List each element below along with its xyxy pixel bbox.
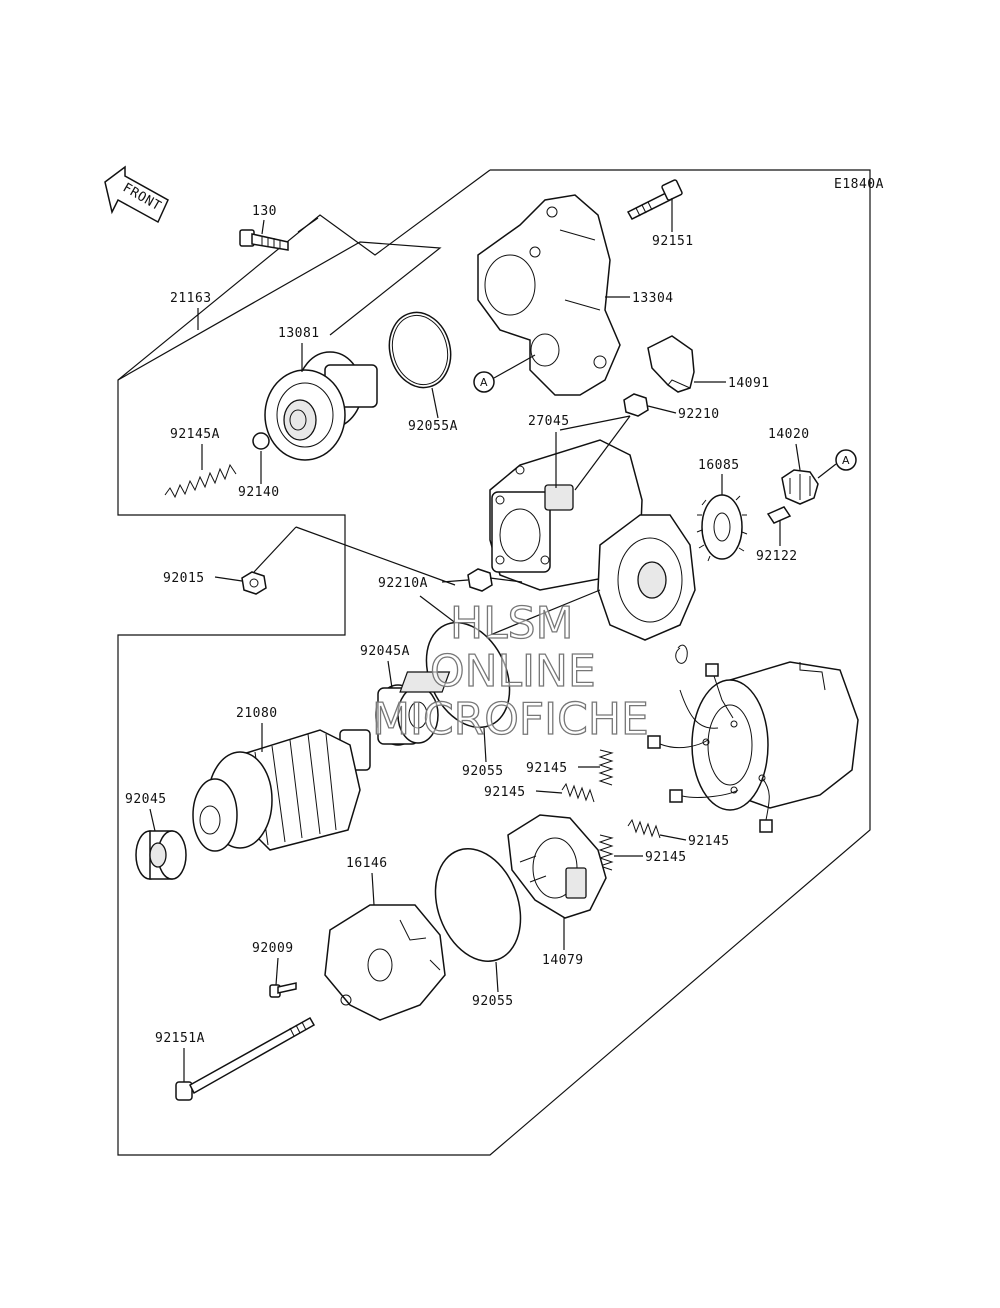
label-92015: 92015 [163,571,205,586]
label-92045A: 92045A [360,644,410,659]
part-21080-armature[interactable] [192,729,371,852]
label-27045: 27045 [528,414,570,429]
part-92210A-nut[interactable] [467,568,493,592]
label-14079: 14079 [542,953,584,968]
part-14020-ring[interactable] [781,469,819,505]
label-92055-lower: 92055 [472,994,514,1009]
leader-92210A-frame [295,526,456,586]
part-92210-nut[interactable] [623,393,649,417]
label-92145-1: 92145 [526,761,568,776]
watermark-line-1: HLSM [450,598,574,649]
part-130-bolt[interactable] [239,229,289,251]
leader-92055A [431,387,439,419]
leader-ref-a-2 [817,463,837,479]
leader-92210A [441,579,469,583]
part-92015-nut[interactable] [241,571,267,595]
label-92009: 92009 [252,941,294,956]
label-14020: 14020 [768,427,810,442]
leader-92015-frame [253,526,297,573]
leader-92045A [387,660,393,689]
label-92055-upper: 92055 [462,764,504,779]
brush-wiring [399,644,773,833]
label-130: 130 [252,204,277,219]
label-92210A: 92210A [378,576,428,591]
part-yoke-assembly [691,661,859,811]
leader-14020 [795,443,801,471]
label-14091: 14091 [728,376,770,391]
leader-130 [261,219,265,235]
label-13081: 13081 [278,326,320,341]
label-92145-2: 92145 [484,785,526,800]
label-21163: 21163 [170,291,212,306]
label-92151A: 92151A [155,1031,205,1046]
part-92045-bearing[interactable] [135,830,187,880]
leader-92210 [647,405,677,414]
part-92145A-spring[interactable] [164,463,237,499]
leader-92210A-stud [489,577,523,583]
label-92045: 92045 [125,792,167,807]
leader-92145-3 [659,834,687,841]
label-92151: 92151 [652,234,694,249]
part-92055A-o-ring[interactable] [381,306,459,395]
label-92145A: 92145A [170,427,220,442]
part-16146-end-cover[interactable] [324,904,446,1021]
part-92145-spring-3[interactable] [627,818,661,839]
leader-92055-upper [483,727,487,763]
o-ring-inner [391,314,449,386]
leader-o-ring-to-housing [477,589,601,641]
leader-92145-2 [535,790,563,794]
leader-16146 [371,872,375,906]
part-92140-ball[interactable] [252,432,270,450]
label-92145-3: 92145 [688,834,730,849]
ref-marker-a-1: A [473,371,495,393]
part-16085-gear[interactable] [696,494,748,562]
part-92145-spring-2[interactable] [561,782,595,803]
leader-92015 [214,576,243,582]
part-92145-spring-1[interactable] [598,749,614,786]
frame-edge [297,217,319,233]
watermark: HLSM ONLINE MICROFICHE [371,597,649,745]
part-13081-clutch[interactable] [264,351,378,461]
part-gear-housing [597,514,696,641]
leader-92009 [275,957,279,986]
label-92210: 92210 [678,407,720,422]
leader-92045 [149,808,156,832]
part-14079-brush-holder[interactable] [507,814,607,919]
subassembly-frame-21163 [117,241,442,381]
label-13304: 13304 [632,291,674,306]
assembly-frame [117,169,871,1156]
part-92151-bolt[interactable] [626,179,683,220]
leader-ref-a-1 [493,354,536,379]
diagram-code: E1840A [834,177,884,192]
label-92140: 92140 [238,485,280,500]
leader-92210-to-body [574,415,631,491]
watermark-line-2: ONLINE [430,646,596,697]
part-92122-pin[interactable] [766,506,792,524]
label-92122: 92122 [756,549,798,564]
label-16085: 16085 [698,458,740,473]
part-14091-boot[interactable] [647,335,695,393]
part-92145-spring-4[interactable] [598,834,614,871]
label-16146: 16146 [346,856,388,871]
ref-marker-a-2-text: A [842,454,850,467]
front-arrow-icon: FRONT [104,165,169,224]
label-21080: 21080 [236,706,278,721]
ref-marker-a-2: A [835,449,857,471]
watermark-line-3: MICROFICHE [372,694,649,745]
label-92055A: 92055A [408,419,458,434]
leader-92210-to-body-2 [559,415,631,431]
leader-92055-lower [495,961,499,993]
label-92145-4: 92145 [645,850,687,865]
part-92009-screw[interactable] [269,982,297,998]
part-92045A-bearing[interactable] [375,684,439,746]
part-92055-o-ring-lower[interactable] [421,837,536,973]
part-13304-housing[interactable] [477,194,621,396]
ref-marker-a-1-text: A [480,376,488,389]
